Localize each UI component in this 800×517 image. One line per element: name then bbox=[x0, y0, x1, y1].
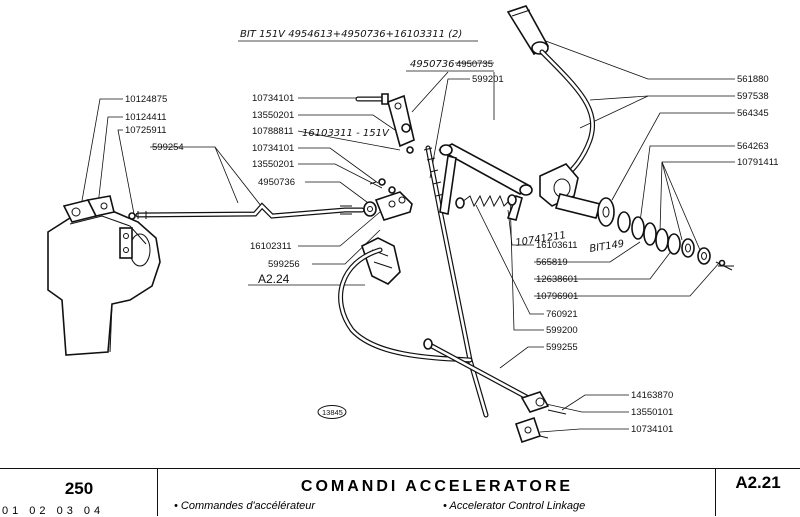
washer-10791411 bbox=[681, 238, 695, 258]
spring-cap bbox=[455, 197, 465, 209]
nut-10796901 bbox=[697, 247, 711, 265]
screw-head bbox=[378, 178, 386, 186]
label-599256: 599256 bbox=[268, 259, 300, 270]
label-565819: 565819 bbox=[536, 257, 568, 268]
drawing-number: 13845 bbox=[322, 408, 343, 417]
nut-16102311 bbox=[363, 201, 377, 217]
page-number: 250 bbox=[64, 479, 94, 498]
clip-washer bbox=[128, 212, 136, 220]
subtitle-english: • Accelerator Control Linkage bbox=[443, 500, 586, 512]
spring-washer-1 bbox=[631, 216, 645, 240]
lower-clevis bbox=[514, 416, 542, 444]
label-10788811: 10788811 bbox=[252, 126, 294, 137]
label-16103611: 16103611 bbox=[536, 240, 578, 251]
pivot-shaft-599255 bbox=[423, 338, 567, 444]
carburettor-housing bbox=[47, 195, 161, 356]
shaft-564345 bbox=[555, 193, 601, 219]
label-599200: 599200 bbox=[546, 325, 578, 336]
hand-throttle-lever bbox=[506, 5, 596, 207]
label-10734101-a: 10734101 bbox=[252, 93, 294, 104]
label-599254: 599254 bbox=[152, 142, 184, 153]
label-10791411: 10791411 bbox=[737, 157, 779, 168]
label-13550201-b: 13550201 bbox=[252, 159, 294, 170]
leader-lines bbox=[79, 39, 735, 433]
section-title: COMANDI ACCELERATORE bbox=[300, 478, 574, 495]
label-597538: 597538 bbox=[737, 91, 769, 102]
label-760921: 760921 bbox=[546, 309, 578, 320]
pedal-pad bbox=[361, 237, 401, 285]
handwritten-bit149: BIT149 bbox=[589, 239, 625, 255]
cross-shaft-assembly bbox=[438, 143, 533, 221]
lower-lever bbox=[520, 391, 550, 413]
struck-number-4950735: 4950735 bbox=[456, 59, 493, 70]
label-16102311: 16102311 bbox=[250, 241, 292, 252]
label-10734101-b: 10734101 bbox=[252, 143, 294, 154]
label-13550201-a: 13550201 bbox=[252, 110, 294, 121]
label-13550101: 13550101 bbox=[631, 407, 673, 418]
handwritten-bracket-note: 16103311 - 151V bbox=[302, 128, 390, 139]
page-cell: 250 01 02 03 04 bbox=[0, 469, 158, 517]
cross-reference-a2-24: A2.24 bbox=[258, 272, 290, 286]
drop-lever bbox=[439, 155, 457, 215]
label-14163870: 14163870 bbox=[631, 390, 673, 401]
subtitle-french: • Commandes d'accélérateur bbox=[174, 500, 316, 512]
label-10124411: 10124411 bbox=[125, 112, 167, 123]
label-4950736: 4950736 bbox=[258, 177, 295, 188]
spring-washer-2 bbox=[655, 228, 669, 252]
washer-large bbox=[597, 197, 615, 227]
vertical-rod-599201 bbox=[423, 145, 489, 418]
title-cell: COMANDI ACCELERATORE • Commandes d'accél… bbox=[158, 469, 716, 516]
page-codes: 01 02 03 04 bbox=[2, 505, 105, 517]
label-10124875: 10124875 bbox=[125, 94, 167, 105]
handwritten-4950736: 4950736 bbox=[410, 59, 455, 70]
pivot-bracket bbox=[387, 94, 415, 148]
linkage-rod-599254 bbox=[135, 202, 365, 219]
drawing-number-oval bbox=[317, 405, 347, 419]
accelerator-pedal-599256 bbox=[338, 237, 473, 363]
title-block: 250 01 02 03 04 COMANDI ACCELERATORE • C… bbox=[0, 468, 800, 517]
handwritten-top-note: BIT 151V 4954613+4950736+16103311 (2) bbox=[240, 29, 462, 40]
label-10734101-c: 10734101 bbox=[631, 424, 673, 435]
reference-code: A2.21 bbox=[735, 473, 781, 492]
label-599201: 599201 bbox=[472, 74, 504, 85]
label-561880: 561880 bbox=[737, 74, 769, 85]
label-12638601: 12638601 bbox=[536, 274, 578, 285]
split-pin bbox=[718, 259, 726, 267]
label-10796901: 10796901 bbox=[536, 291, 578, 302]
carburettor-bracket bbox=[119, 227, 133, 259]
pivot-bracket-group bbox=[355, 93, 415, 221]
lever-shaft-stack bbox=[555, 193, 734, 271]
exploded-diagram: BIT 151V 4954613+4950736+16103311 (2) 49… bbox=[47, 5, 779, 444]
label-10725911: 10725911 bbox=[125, 125, 167, 136]
label-564345: 564345 bbox=[737, 108, 769, 119]
label-599255: 599255 bbox=[546, 342, 578, 353]
label-564263: 564263 bbox=[737, 141, 769, 152]
reference-cell: A2.21 bbox=[716, 469, 800, 516]
